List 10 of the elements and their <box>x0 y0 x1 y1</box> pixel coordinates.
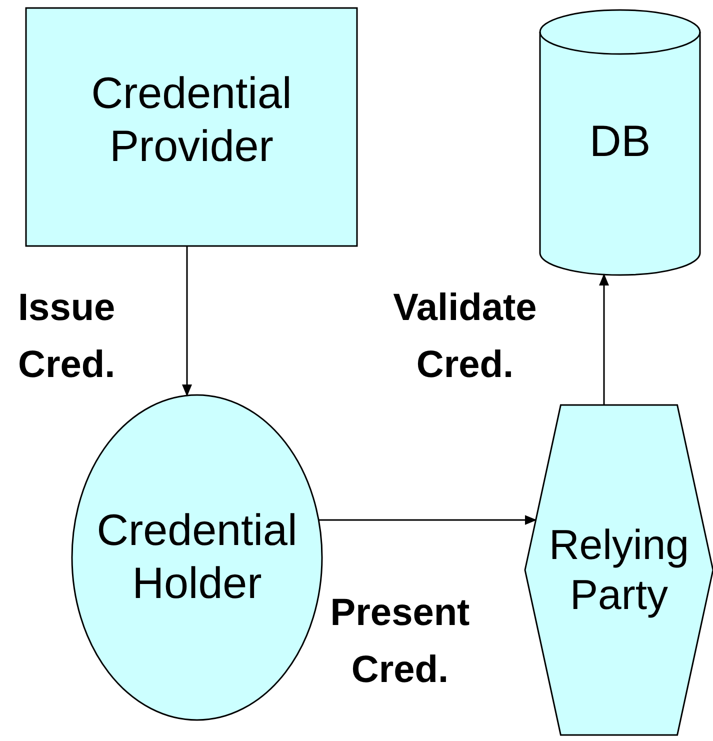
node-label: Credential Holder <box>96 504 298 610</box>
arrow <box>599 274 609 405</box>
node-label: Credential Provider <box>90 68 293 173</box>
arrow <box>182 246 192 397</box>
edge-label: Validate Cred. <box>392 286 538 388</box>
node-label: DB <box>589 116 651 168</box>
arrow <box>318 515 537 525</box>
node-label: Relying Party <box>548 520 690 620</box>
edge-label: Issue Cred. <box>18 286 116 388</box>
edge-label: Present Cred. <box>329 591 471 693</box>
